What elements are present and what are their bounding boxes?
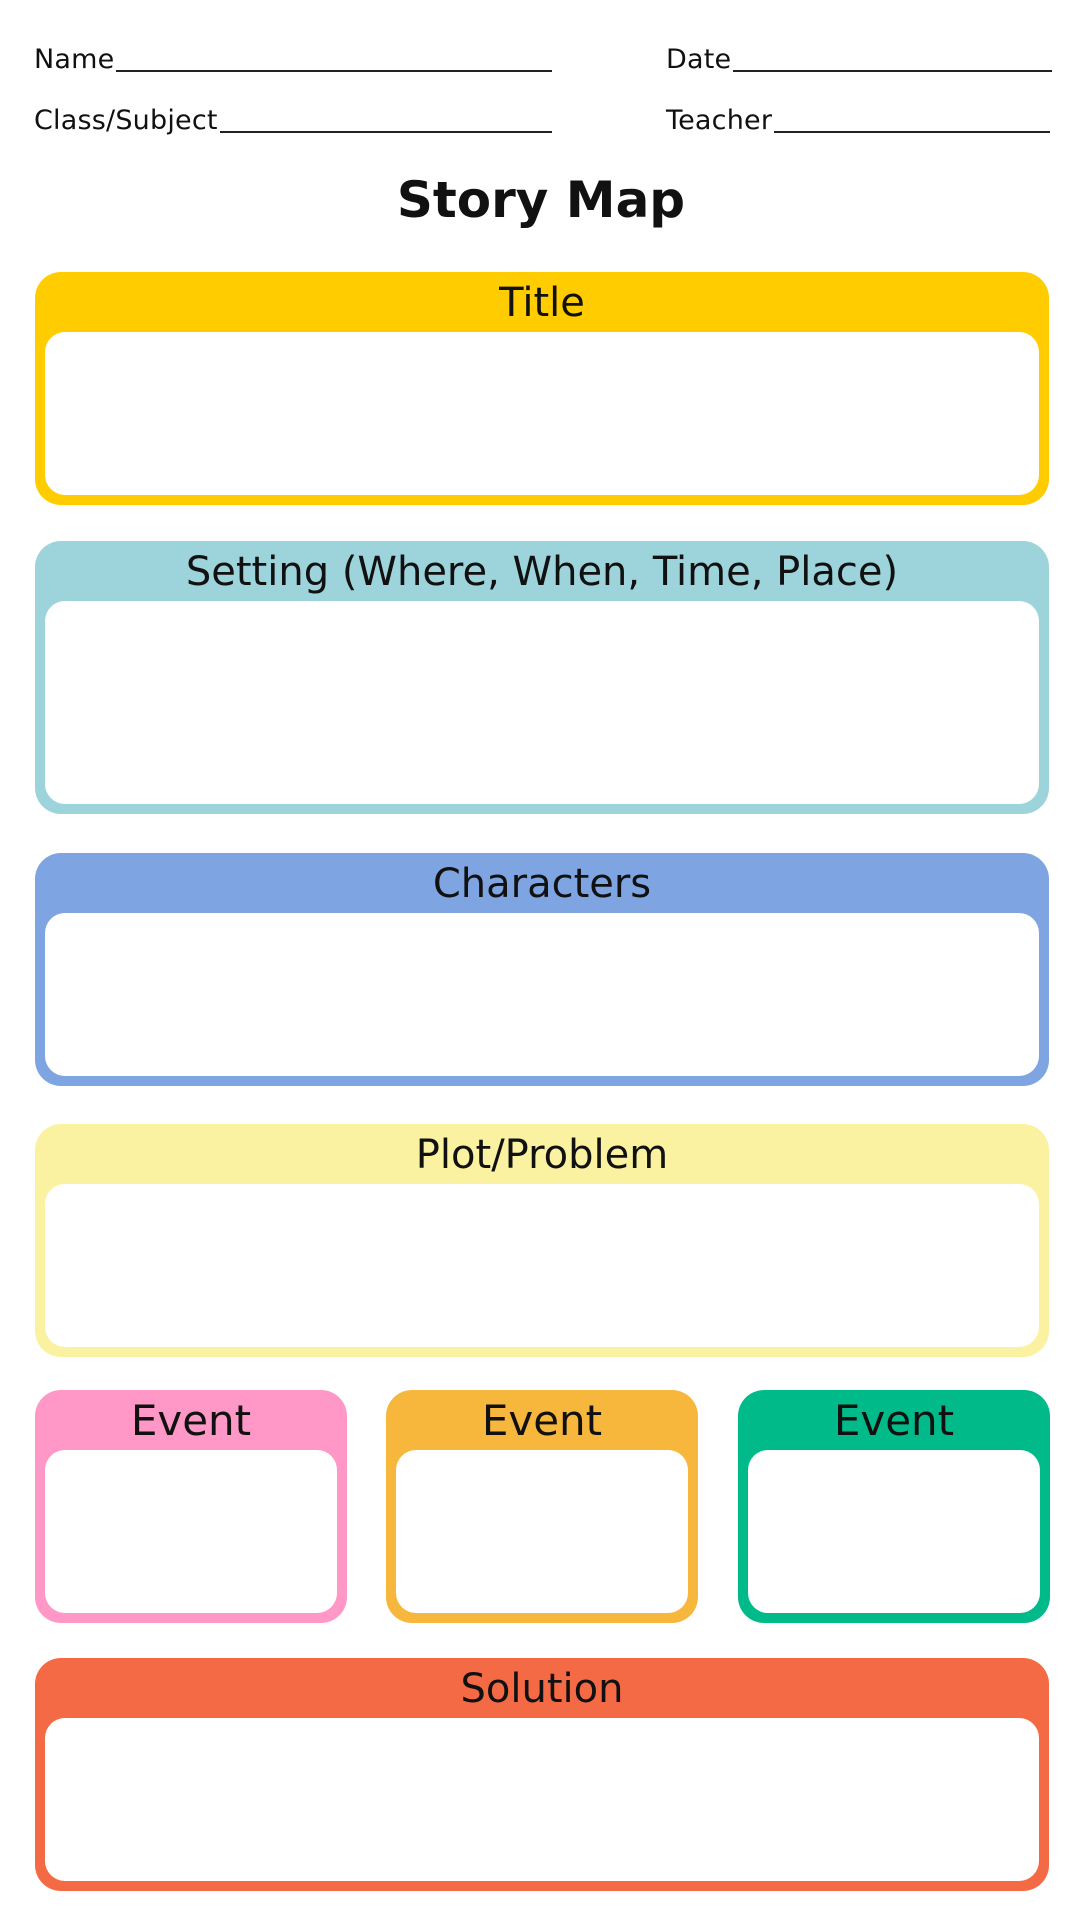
teacher-input-line[interactable] [774, 105, 1050, 133]
name-field[interactable]: Name [34, 44, 552, 76]
characters-section-label: Characters [432, 861, 652, 907]
date-input-line[interactable] [733, 44, 1052, 72]
name-label: Name [34, 44, 115, 75]
title-section: Title [35, 272, 1049, 505]
name-input-line[interactable] [116, 44, 552, 72]
event-section-2: Event [386, 1390, 698, 1623]
title-writing-area[interactable] [45, 332, 1039, 495]
solution-section: Solution [35, 1658, 1049, 1891]
plot-problem-section: Plot/Problem [35, 1124, 1049, 1357]
event-writing-area[interactable] [45, 1450, 337, 1613]
setting-writing-area[interactable] [45, 601, 1039, 804]
date-label: Date [666, 44, 732, 75]
solution-section-label: Solution [460, 1666, 624, 1712]
plot-problem-writing-area[interactable] [45, 1184, 1039, 1347]
event-section-label: Event [833, 1396, 955, 1445]
characters-writing-area[interactable] [45, 913, 1039, 1076]
class-subject-field[interactable]: Class/Subject [34, 105, 552, 137]
page-title: Story Map [396, 171, 686, 229]
date-field[interactable]: Date [666, 44, 1052, 76]
class-subject-label: Class/Subject [34, 105, 218, 136]
event-writing-area[interactable] [396, 1450, 688, 1613]
title-section-label: Title [499, 280, 585, 326]
event-section-3: Event [738, 1390, 1050, 1623]
class-subject-input-line[interactable] [219, 105, 552, 133]
event-section-1: Event [35, 1390, 347, 1623]
teacher-label: Teacher [666, 105, 773, 136]
plot-problem-section-label: Plot/Problem [415, 1132, 669, 1178]
setting-section-label: Setting (Where, When, Time, Place) [185, 549, 899, 595]
event-section-label: Event [481, 1396, 603, 1445]
solution-writing-area[interactable] [45, 1718, 1039, 1881]
event-writing-area[interactable] [748, 1450, 1040, 1613]
event-section-label: Event [130, 1396, 252, 1445]
characters-section: Characters [35, 853, 1049, 1086]
setting-section: Setting (Where, When, Time, Place) [35, 541, 1049, 814]
teacher-field[interactable]: Teacher [666, 105, 1050, 137]
